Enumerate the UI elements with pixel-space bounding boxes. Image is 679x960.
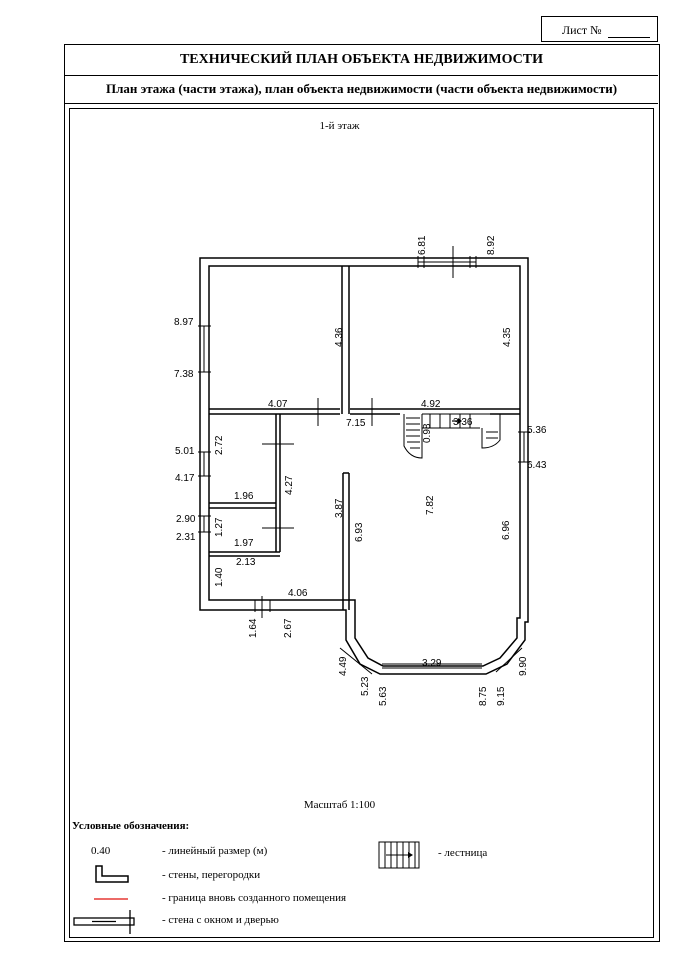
dim-label: 5.23 — [360, 676, 371, 696]
dim-label: 6.43 — [527, 460, 547, 471]
wall-symbol-icon — [95, 865, 129, 883]
dim-label: 7.15 — [346, 418, 366, 429]
dim-label: 4.07 — [268, 399, 288, 410]
sheet-number-label: Лист № — [562, 23, 602, 37]
dim-label: 6.93 — [354, 522, 365, 542]
dim-label: 9.90 — [518, 656, 529, 676]
scale-label: Масштаб 1:100 — [303, 799, 376, 811]
dim-label: 2.31 — [176, 532, 196, 543]
dim-label: 4.17 — [175, 473, 195, 484]
dim-label: 5.36 — [527, 425, 547, 436]
dim-label: 1.40 — [214, 567, 225, 587]
dim-label: 1.96 — [234, 491, 254, 502]
dim-label: 7.82 — [425, 495, 436, 515]
dim-label: 5.63 — [378, 686, 389, 706]
dim-label: 0.98 — [422, 423, 433, 443]
dim-label: 4.49 — [338, 656, 349, 676]
dim-label: 2.67 — [283, 618, 294, 638]
dim-label: 3.29 — [422, 658, 442, 669]
legend-item-stairs: - лестница — [438, 847, 488, 859]
dim-label: 3.36 — [453, 417, 473, 428]
sheet-number-box: Лист № — [541, 16, 658, 42]
dim-label: 7.38 — [174, 369, 194, 380]
dim-label: 9.15 — [496, 686, 507, 706]
dim-label: 5.01 — [175, 446, 195, 457]
red-boundary-icon — [94, 898, 128, 900]
plan-frame — [69, 108, 654, 938]
dim-label: 4.92 — [421, 399, 441, 410]
dim-label: 6.96 — [501, 520, 512, 540]
legend-item-boundary: - граница вновь созданного помещения — [162, 892, 347, 904]
dim-label: 3.87 — [334, 498, 345, 518]
legend-item-walls: - стены, перегородки — [162, 869, 261, 881]
legend-item-size: - линейный размер (м) — [162, 845, 268, 857]
document-title: ТЕХНИЧЕСКИЙ ПЛАН ОБЪЕКТА НЕДВИЖИМОСТИ — [65, 45, 658, 76]
staircase-icon — [378, 841, 420, 869]
legend-size-sample: 0.40 — [91, 845, 111, 857]
legend-title: Условные обозначения: — [72, 820, 190, 832]
dim-label: 1.27 — [214, 517, 225, 537]
dim-label: 4.35 — [502, 327, 513, 347]
dim-label: 8.92 — [486, 235, 497, 255]
dim-label: 8.75 — [478, 686, 489, 706]
document-frame: ТЕХНИЧЕСКИЙ ПЛАН ОБЪЕКТА НЕДВИЖИМОСТИ Пл… — [64, 44, 660, 942]
dim-label: 1.64 — [248, 618, 259, 638]
dim-label: 4.36 — [334, 327, 345, 347]
legend-item-window-door: - стена с окном и дверью — [162, 914, 279, 926]
window-door-icon — [73, 910, 135, 934]
dim-label: 8.97 — [174, 317, 194, 328]
dim-label: 4.27 — [284, 475, 295, 495]
dim-label: 4.06 — [288, 588, 308, 599]
sheet-number-blank — [608, 37, 650, 38]
dim-label: 2.90 — [176, 514, 196, 525]
dim-label: 2.13 — [236, 557, 256, 568]
document-subtitle: План этажа (части этажа), план объекта н… — [65, 75, 658, 104]
dim-label: 2.72 — [214, 435, 225, 455]
dim-label: 6.81 — [417, 235, 428, 255]
dim-label: 1.97 — [234, 538, 254, 549]
floor-label: 1-й этаж — [319, 120, 360, 132]
